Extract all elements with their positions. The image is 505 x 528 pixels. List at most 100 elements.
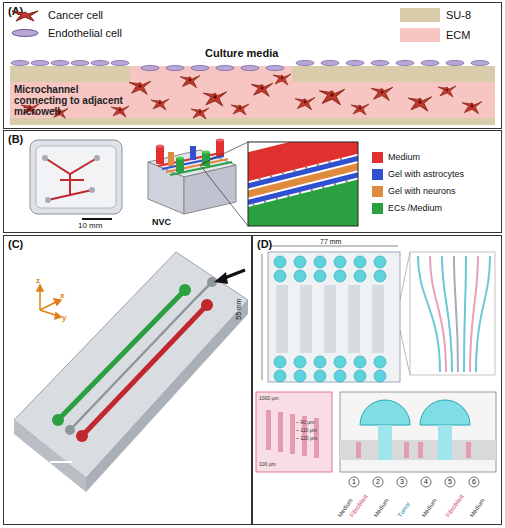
ecm-chamber-part bbox=[10, 66, 495, 122]
panel-letter: (D) bbox=[257, 238, 272, 250]
cancer-cells-part bbox=[351, 104, 369, 115]
channel-fan-part bbox=[410, 252, 495, 375]
chip-3d-part bbox=[70, 282, 212, 430]
cross-section-part-part bbox=[397, 477, 407, 487]
zoom-inset-part-part-part bbox=[248, 158, 348, 206]
callout-number: 1 bbox=[352, 478, 356, 486]
endothelial-layer-part bbox=[421, 60, 439, 65]
cross-section-part-part bbox=[469, 477, 479, 487]
cross-section-part-part bbox=[421, 477, 431, 487]
pillar-inset-part-part bbox=[278, 412, 283, 452]
well-plate-part-part bbox=[294, 370, 306, 382]
chip-photo-part bbox=[36, 146, 116, 208]
endothelial-layer-part bbox=[51, 60, 69, 65]
legend-shape bbox=[12, 11, 38, 21]
zoom-inset-part-part-part-part bbox=[264, 200, 267, 203]
well-plate-part-part bbox=[374, 256, 386, 268]
legend-swatch bbox=[372, 203, 383, 214]
well-plate-part-part bbox=[274, 270, 286, 282]
endothelial-layer-part bbox=[91, 60, 109, 65]
well-plate-part-part bbox=[276, 285, 288, 353]
region-label: Culture media bbox=[205, 47, 278, 59]
chip-3d-part bbox=[179, 284, 191, 296]
legend-text: Medium bbox=[388, 153, 420, 163]
chip-photo-part bbox=[89, 187, 95, 193]
well-plate-part bbox=[262, 254, 263, 380]
zoom-inset-part-part-part-part bbox=[316, 163, 319, 166]
legend-swatch bbox=[400, 8, 440, 22]
ecm-chamber-part bbox=[10, 66, 130, 82]
channel-label: Fibroblast bbox=[445, 493, 466, 518]
well-plate-part-part bbox=[354, 370, 366, 382]
zoom-inset-part-part-part-part bbox=[287, 194, 290, 197]
axes-part bbox=[54, 299, 61, 305]
chip-3d-part bbox=[201, 299, 213, 311]
zoom-inset-part-part-part-part bbox=[299, 192, 302, 195]
zoom-inset-part bbox=[248, 142, 358, 226]
pillar-inset-part bbox=[256, 392, 332, 472]
cross-section-part bbox=[420, 400, 470, 425]
endothelial-layer-part bbox=[396, 60, 414, 65]
channel-fan-part bbox=[454, 256, 458, 372]
cross-section-part-part bbox=[445, 477, 455, 487]
channel-fan-part bbox=[442, 256, 452, 372]
pillar-inset-part-part bbox=[266, 410, 271, 450]
endothelial-layer-part bbox=[191, 65, 209, 70]
zoom-inset-part-part-part-part bbox=[310, 189, 313, 192]
cancer-cells-part bbox=[251, 83, 273, 96]
well-plate-part bbox=[268, 252, 400, 382]
pillar-inset bbox=[256, 392, 332, 472]
chip-photo-part bbox=[45, 158, 97, 200]
cancer-cells-part bbox=[129, 81, 151, 94]
pillar-inset-part bbox=[266, 410, 319, 458]
zoom-inset-part-part-part-part bbox=[328, 160, 331, 163]
cancer-cells-part bbox=[408, 97, 431, 111]
ecm-chamber bbox=[10, 66, 495, 125]
endothelial-layer bbox=[11, 60, 489, 70]
panel-letter: (C) bbox=[8, 238, 23, 250]
well-plate-part-part bbox=[374, 270, 386, 282]
well-plate-part-part bbox=[274, 256, 286, 268]
channel-fan-part bbox=[476, 256, 490, 372]
cancer-cells-part bbox=[295, 98, 315, 110]
endothelial-layer-part bbox=[321, 60, 339, 65]
endothelial-layer-part bbox=[71, 60, 89, 65]
cancer-cells-part bbox=[111, 106, 129, 117]
channel-fan bbox=[410, 252, 495, 375]
zoom-inset-part-part-part-part bbox=[281, 172, 284, 175]
chip-photo bbox=[30, 140, 122, 219]
axis-label: z bbox=[36, 277, 40, 286]
zoom-inset-part-part-part bbox=[248, 174, 358, 226]
legend-swatch bbox=[372, 169, 383, 180]
well-plate-part-part bbox=[334, 256, 346, 268]
nvc-chip-part bbox=[202, 150, 210, 153]
well-plate-part-part bbox=[314, 356, 326, 368]
cross-section-part-part bbox=[466, 442, 471, 458]
well-plate-part-part bbox=[300, 285, 312, 353]
chip-3d-part bbox=[14, 420, 86, 492]
axes-part bbox=[40, 302, 56, 310]
panel-frame: (B) bbox=[3, 130, 502, 233]
zoom-inset-part-part-part-part bbox=[252, 203, 255, 206]
zoom-inset-part-part-part-part bbox=[334, 183, 337, 186]
dimension: ~ 90 µm bbox=[296, 420, 314, 426]
nvc-chip bbox=[148, 138, 248, 226]
nvc-chip-part bbox=[176, 156, 184, 159]
axes-part bbox=[55, 313, 61, 319]
zoom-inset-part-part bbox=[248, 142, 358, 226]
zoom-inset-part-part-part-part bbox=[305, 166, 308, 169]
nvc-chip-part bbox=[216, 140, 224, 156]
cancer-cells-part bbox=[462, 102, 482, 114]
cross-section-part bbox=[340, 392, 496, 472]
callout-number: 4 bbox=[424, 478, 428, 486]
channel-label: Medium bbox=[421, 497, 439, 518]
nvc-chip-part bbox=[156, 146, 164, 164]
legend-swatch bbox=[372, 152, 383, 163]
axes bbox=[37, 285, 61, 319]
well-plate-part-part bbox=[314, 370, 326, 382]
endothelial-layer-part bbox=[31, 60, 49, 65]
nvc-chip-part bbox=[184, 165, 236, 214]
endothelial-layer-part bbox=[166, 65, 184, 70]
well-plate-part-part bbox=[334, 270, 346, 282]
legend-text: SU-8 bbox=[446, 9, 471, 21]
